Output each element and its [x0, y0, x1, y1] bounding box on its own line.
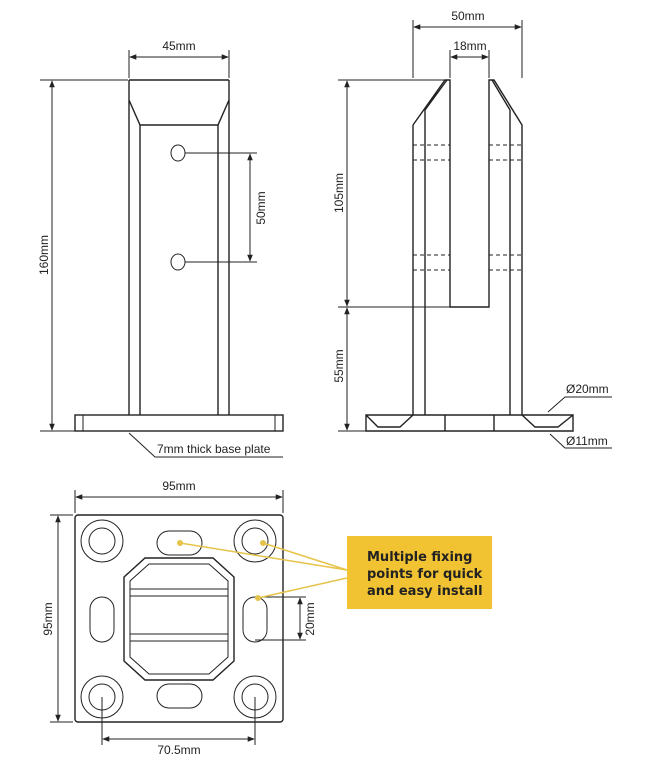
hole-spacing-label: 50mm — [254, 191, 268, 224]
front-height-label: 160mm — [37, 235, 51, 275]
hole-diameter-label: Ø11mm — [566, 434, 608, 448]
corner-holes — [80, 519, 277, 719]
lower-height-label: 55mm — [332, 349, 346, 382]
slot-length-label: 20mm — [303, 602, 317, 635]
side-view: 50mm 18mm 105mm 55mm Ø20mm Ø11mm — [332, 9, 612, 449]
front-width-label: 45mm — [162, 39, 195, 53]
countersink-label: Ø20mm — [566, 382, 609, 396]
callout-line-3: and easy install — [367, 584, 483, 599]
front-view: 45mm 160mm 50mm 7mm thick base plate — [37, 39, 284, 458]
side-width-label: 50mm — [451, 9, 484, 23]
callout-line-2: points for quick — [367, 567, 483, 582]
plan-depth-label: 95mm — [41, 602, 55, 635]
plan-view: 95mm 95mm 20mm 70.5mm — [41, 479, 317, 757]
fixing-points-callout: Multiple fixing points for quick and eas… — [177, 536, 492, 609]
clamp-height-label: 105mm — [332, 173, 346, 213]
hole-centres-label: 70.5mm — [157, 743, 200, 757]
plan-width-label: 95mm — [162, 479, 195, 493]
upper-fixing-hole — [170, 144, 186, 162]
lower-fixing-hole — [170, 253, 186, 271]
callout-line-1: Multiple fixing — [367, 550, 472, 565]
callout-box — [347, 536, 492, 609]
base-thickness-label: 7mm thick base plate — [157, 442, 271, 456]
glass-slot-label: 18mm — [453, 39, 486, 53]
spigot-section — [123, 557, 235, 681]
